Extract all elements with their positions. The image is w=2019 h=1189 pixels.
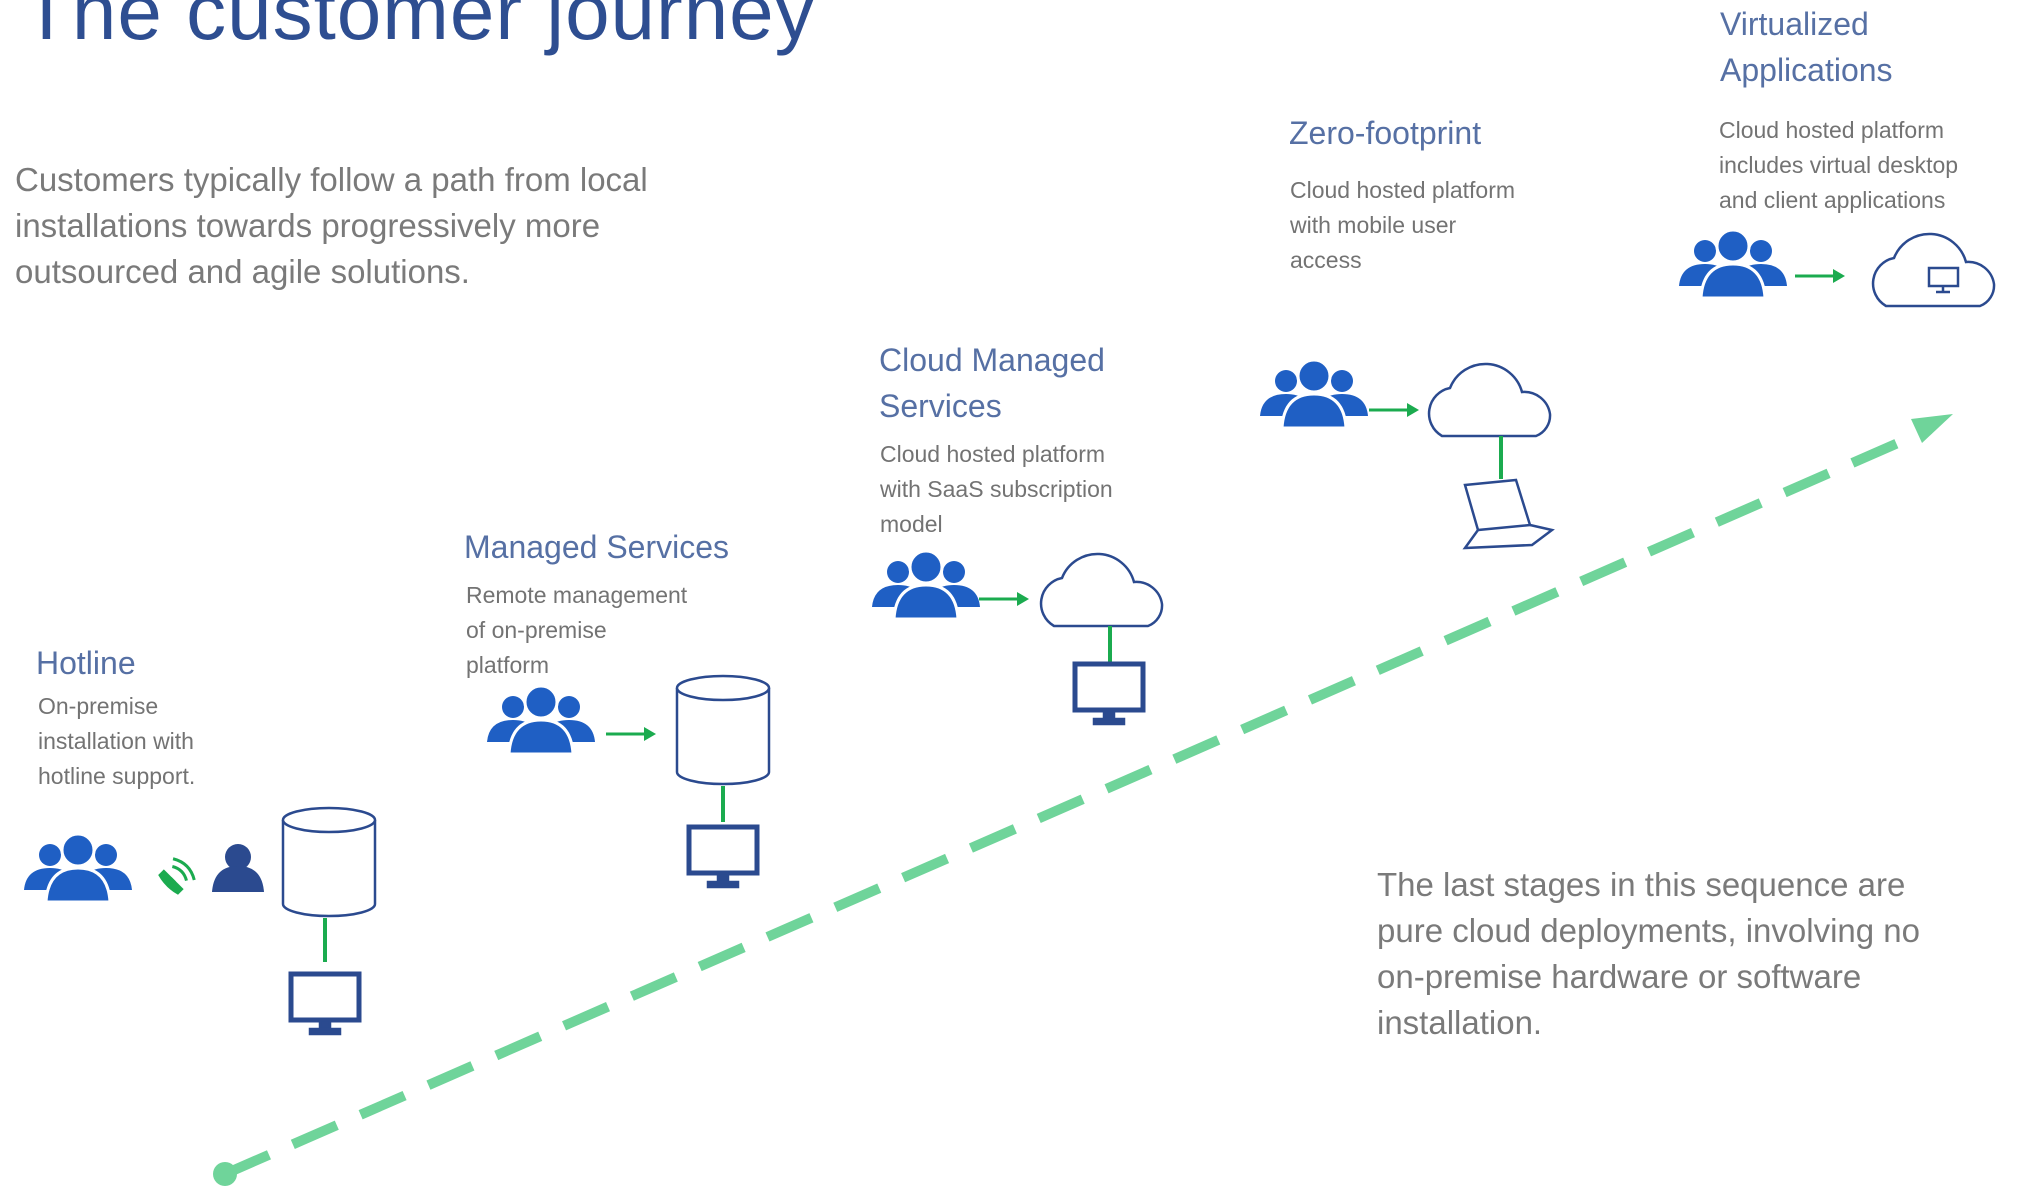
stage-title-zero-footprint: Zero-footprint bbox=[1289, 115, 1482, 151]
journey-arrow-line bbox=[222, 424, 1933, 1179]
stage-desc-managed-services: Remote management of on-premise platform bbox=[466, 582, 688, 678]
users-icon bbox=[22, 832, 134, 904]
cloud-icon bbox=[1427, 362, 1552, 438]
stage-managed-services-icons bbox=[485, 674, 771, 887]
stage-hotline-icons bbox=[22, 806, 377, 1034]
arrow-icon bbox=[604, 725, 658, 743]
stage-zero-footprint-icons bbox=[1258, 358, 1555, 550]
arrow-icon bbox=[1793, 267, 1847, 285]
users-icon bbox=[1677, 228, 1789, 300]
journey-arrowhead-icon bbox=[1911, 414, 1953, 443]
phone-icon bbox=[158, 857, 196, 895]
page-title: The customer journey bbox=[22, 0, 816, 56]
stage-title-virtualized: Virtualized Applications bbox=[1720, 6, 1893, 88]
outro-text: The last stages in this sequence are pur… bbox=[1377, 866, 1921, 1041]
stage-desc-cloud-managed: Cloud hosted platform with SaaS subscrip… bbox=[880, 441, 1113, 537]
stage-title-cloud-managed: Cloud Managed Services bbox=[879, 342, 1105, 424]
cloud-monitor-icon bbox=[1871, 232, 1996, 308]
stage-title-hotline: Hotline bbox=[36, 645, 136, 681]
users-icon bbox=[485, 684, 597, 756]
arrow-icon bbox=[1367, 401, 1421, 419]
arrow-icon bbox=[977, 590, 1031, 608]
laptop-icon bbox=[1462, 478, 1555, 550]
stage-title-managed-services: Managed Services bbox=[464, 529, 730, 565]
monitor-icon bbox=[1075, 664, 1143, 724]
user-icon bbox=[212, 844, 264, 892]
small-monitor-icon bbox=[1927, 266, 1960, 294]
stage-desc-hotline: On-premise installation with hotline sup… bbox=[38, 693, 196, 789]
users-icon bbox=[1258, 358, 1370, 430]
stage-desc-virtualized: Cloud hosted platform includes virtual d… bbox=[1719, 117, 1959, 213]
database-icon bbox=[675, 674, 771, 786]
database-icon bbox=[281, 806, 377, 918]
users-icon bbox=[870, 549, 982, 621]
monitor-icon bbox=[689, 827, 757, 887]
intro-text: Customers typically follow a path from l… bbox=[15, 161, 648, 290]
monitor-icon bbox=[291, 974, 359, 1034]
journey-start-dot bbox=[213, 1162, 237, 1186]
stage-virtualized-icons bbox=[1677, 228, 1996, 308]
cloud-icon bbox=[1039, 552, 1164, 628]
stage-cloud-managed-icons bbox=[870, 549, 1164, 724]
stage-desc-zero-footprint: Cloud hosted platform with mobile user a… bbox=[1290, 177, 1516, 273]
